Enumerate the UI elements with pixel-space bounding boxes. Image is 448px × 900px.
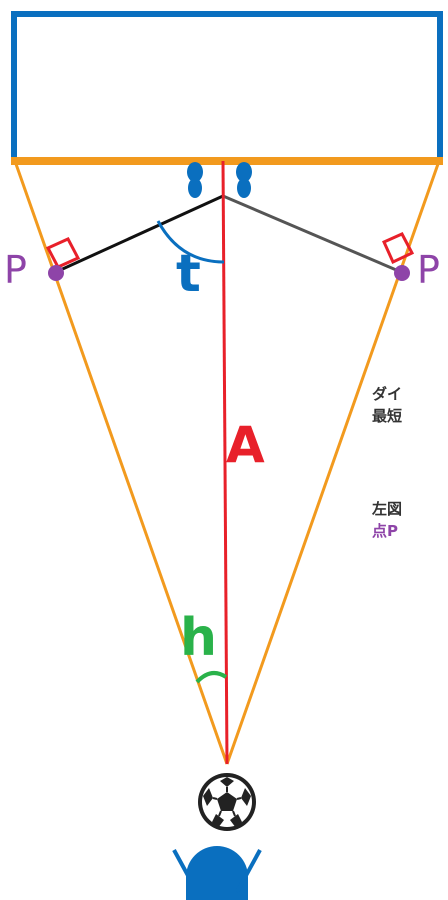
side-text-line-1: ダイ	[372, 385, 403, 403]
label-p-left: P	[4, 248, 27, 292]
side-text-line-4: 点P	[372, 522, 398, 540]
soccer-ball-icon	[198, 773, 256, 831]
label-p-right: P	[417, 248, 440, 292]
player-icon	[172, 846, 262, 900]
side-text-line-2: 最短	[372, 407, 403, 425]
angle-arc-t	[156, 220, 225, 264]
sight-line-right	[225, 163, 440, 765]
label-h: h	[180, 608, 217, 668]
goalkeeper-feet-icon	[187, 162, 252, 198]
goal-frame	[11, 11, 443, 164]
label-a: A	[226, 416, 265, 474]
point-p-right	[394, 265, 410, 281]
right-angle-mark-right	[382, 232, 415, 265]
side-text-line-3: 左図	[372, 500, 403, 518]
point-p-left	[48, 265, 64, 281]
right-angle-mark-left	[45, 237, 81, 269]
keeper-to-left-p-line	[55, 194, 224, 274]
keeper-to-right-p-line	[222, 194, 402, 274]
angle-arc-h	[195, 671, 228, 684]
sight-line-left	[14, 163, 229, 765]
label-t: t	[176, 244, 201, 304]
